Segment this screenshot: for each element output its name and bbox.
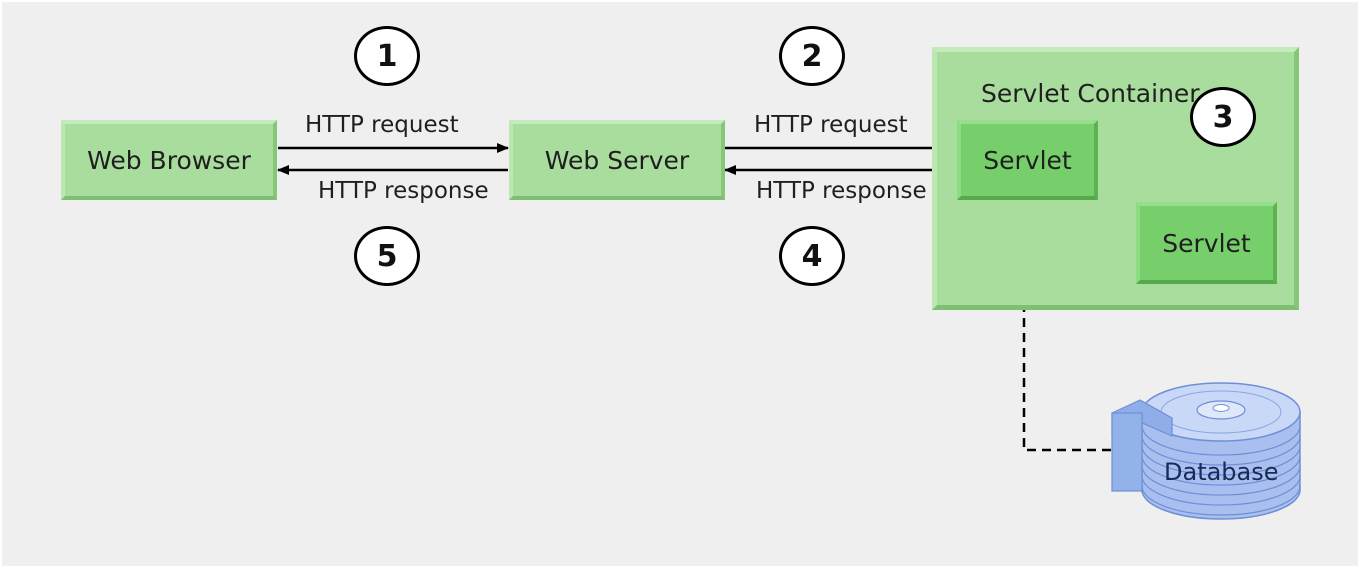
web-server-node: Web Server xyxy=(509,120,725,200)
step-4-badge: 4 xyxy=(779,226,845,286)
step-2-number: 2 xyxy=(801,38,823,74)
web-server-label: Web Server xyxy=(544,145,690,175)
servlet-container-label: Servlet Container xyxy=(981,79,1200,108)
servlet-primary-label: Servlet xyxy=(983,145,1072,175)
step-4-number: 4 xyxy=(801,238,823,274)
servlet-secondary-node: Servlet xyxy=(1136,202,1277,284)
step-3-number: 3 xyxy=(1212,99,1234,135)
servlet-secondary-label: Servlet xyxy=(1162,228,1251,258)
step-5-number: 5 xyxy=(376,238,398,274)
database-label: Database xyxy=(1164,458,1279,486)
database-icon xyxy=(1111,382,1301,520)
web-browser-label: Web Browser xyxy=(87,145,251,175)
step-2-badge: 2 xyxy=(779,26,845,86)
step-1-number: 1 xyxy=(376,38,398,74)
response-label-2: HTTP response xyxy=(756,178,927,204)
step-5-badge: 5 xyxy=(354,226,420,286)
response-label-1: HTTP response xyxy=(318,178,489,204)
request-label-2: HTTP request xyxy=(754,112,908,138)
request-label-1: HTTP request xyxy=(305,112,459,138)
servlet-primary-node: Servlet xyxy=(957,120,1098,200)
web-browser-node: Web Browser xyxy=(61,120,277,200)
step-1-badge: 1 xyxy=(354,26,420,86)
step-3-badge: 3 xyxy=(1190,87,1256,147)
